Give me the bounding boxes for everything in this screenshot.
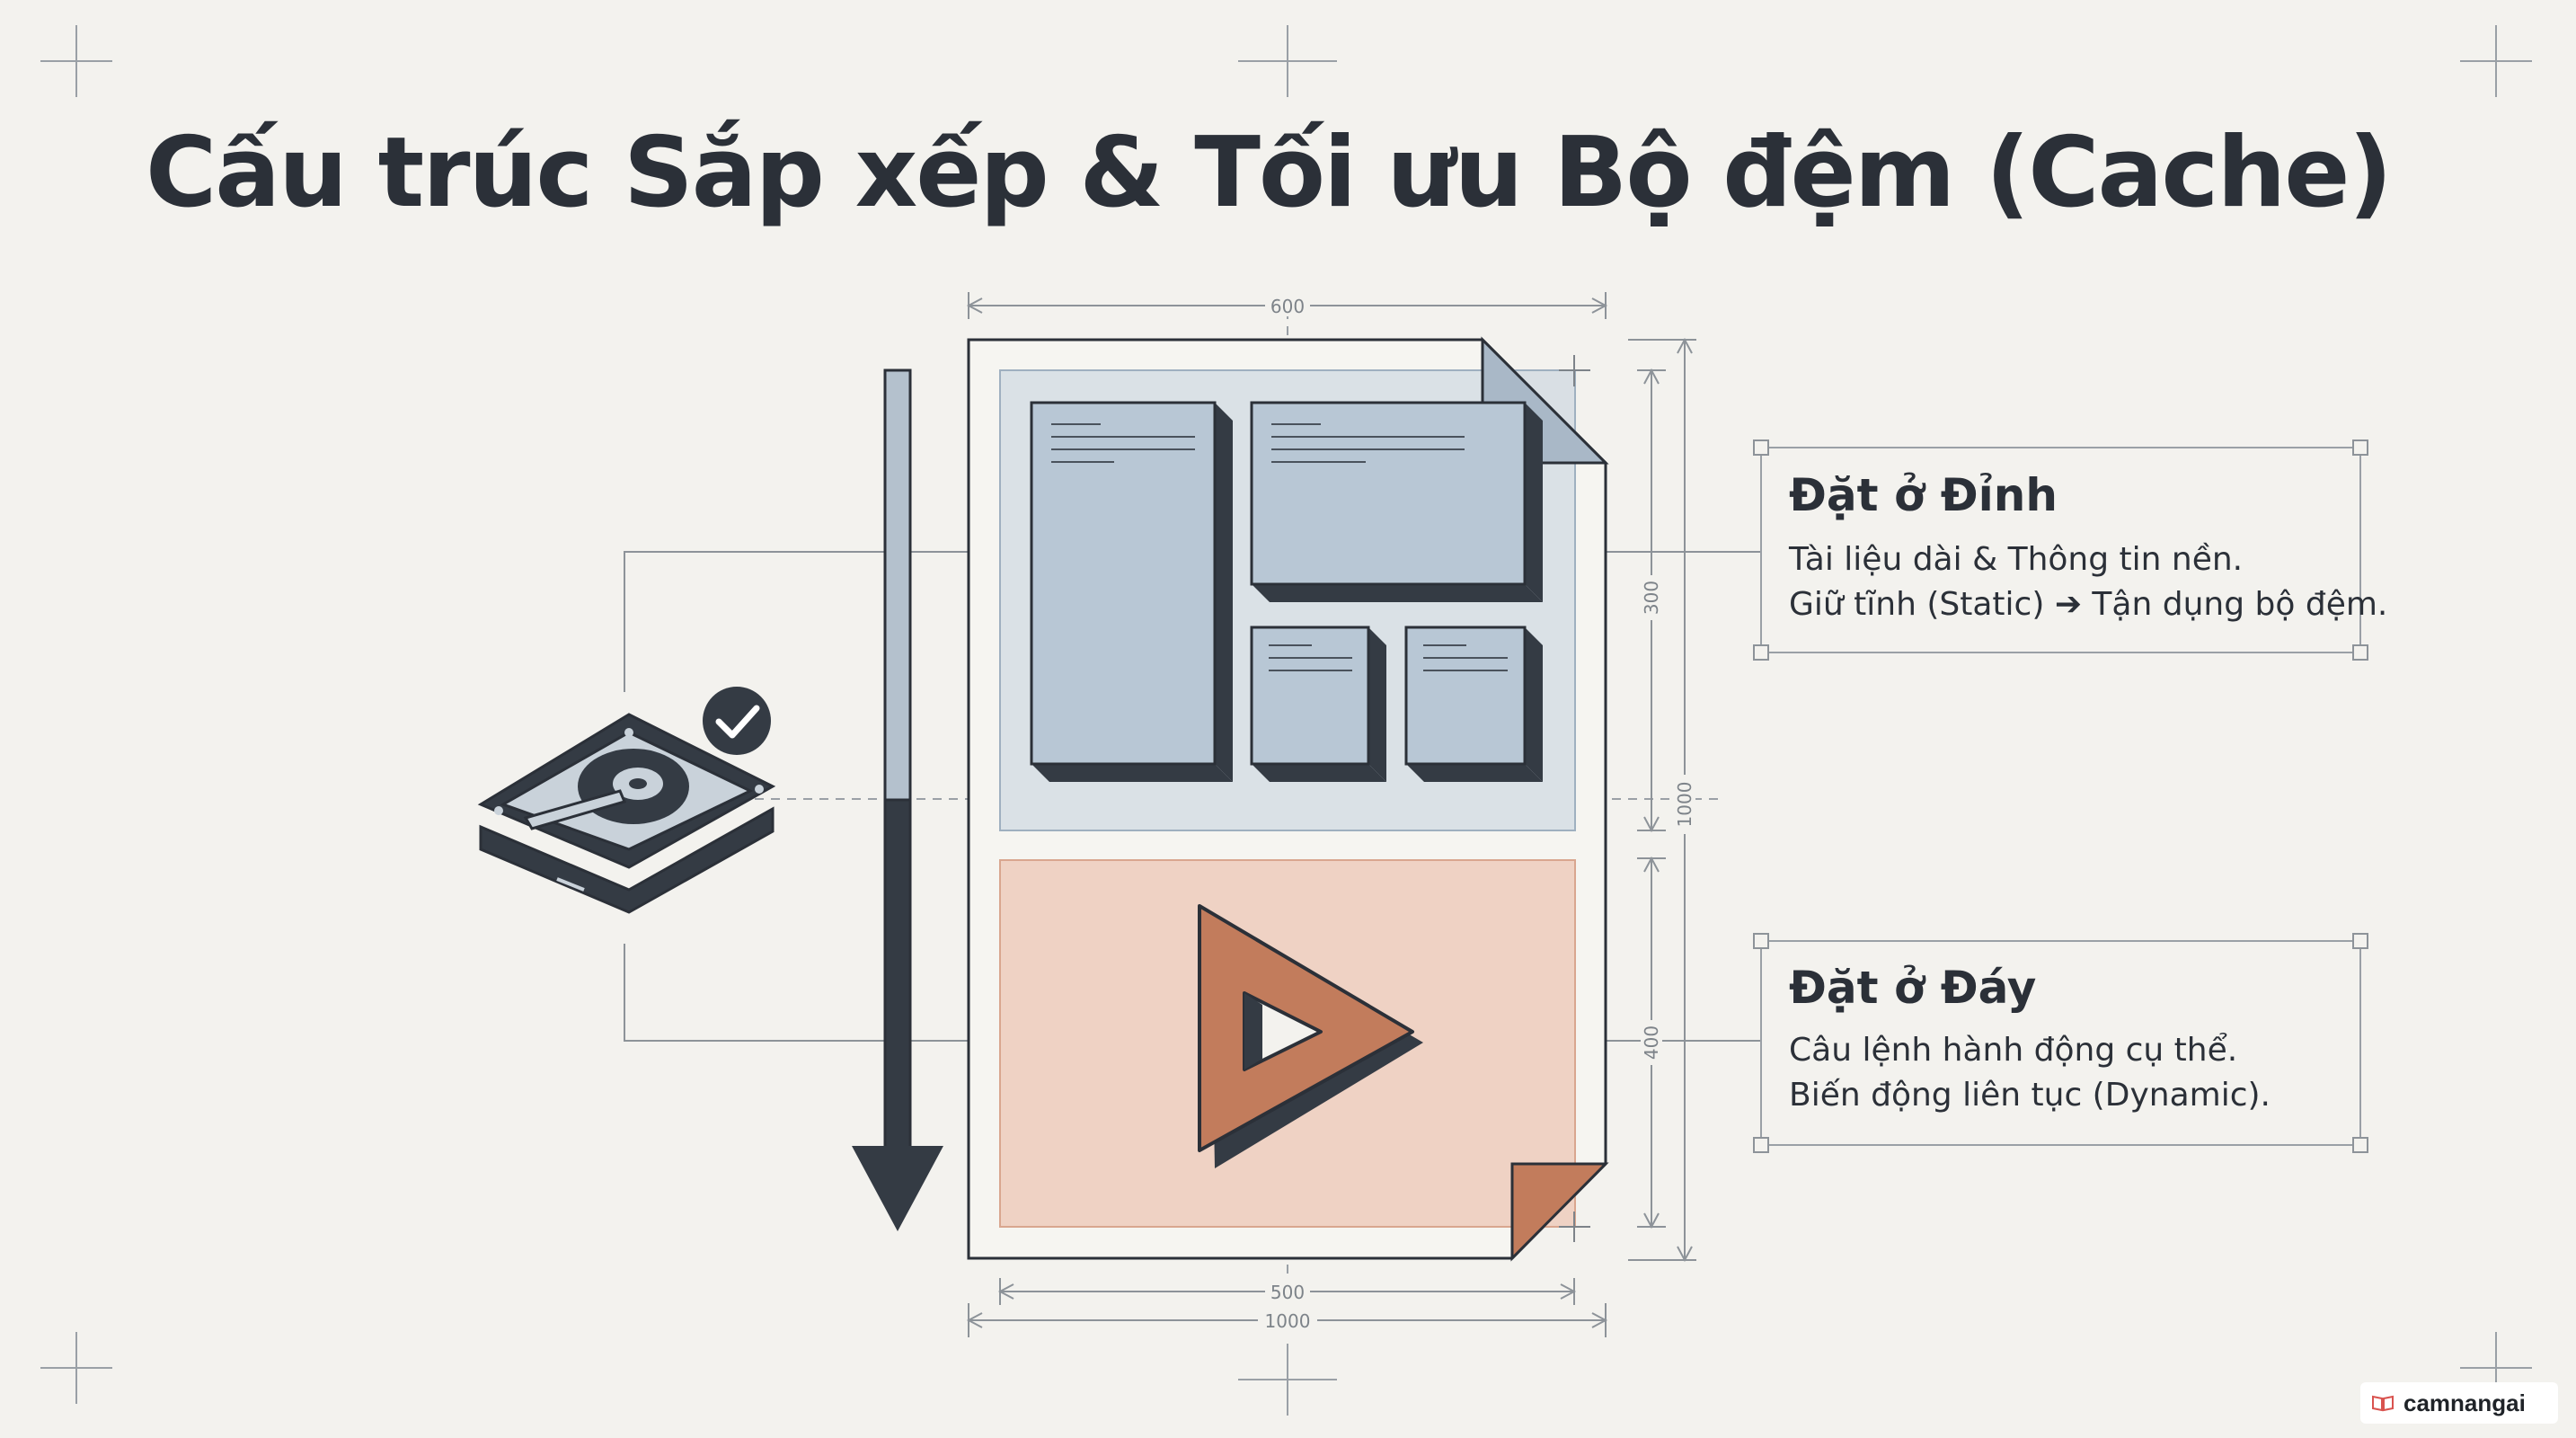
play-icon <box>1198 904 1423 1168</box>
dimension-right-top-label: 300 <box>1641 581 1662 615</box>
corner-crosshairs <box>40 25 2532 1416</box>
flow-down-arrow <box>852 368 943 1231</box>
bottom-box-heading: Đặt ở Đáy <box>1789 962 2037 1014</box>
dimension-bottom-total-label: 1000 <box>1265 1310 1311 1332</box>
top-box-heading: Đặt ở Đỉnh <box>1789 469 2058 521</box>
dimension-bottom-inner-label: 500 <box>1270 1282 1305 1303</box>
hard-drive-icon <box>477 713 776 914</box>
top-box-line-1: Tài liệu dài & Thông tin nền. <box>1789 541 2244 578</box>
top-box-line-2: Giữ tĩnh (Static) ➔ Tận dụng bộ đệm. <box>1789 586 2388 623</box>
dimension-right-bottom-label: 400 <box>1641 1025 1662 1060</box>
dimension-right-total-label: 1000 <box>1674 782 1695 828</box>
bottom-box-line-2: Biến động liên tục (Dynamic). <box>1789 1077 2271 1114</box>
info-box-top-frame <box>1753 439 2368 661</box>
check-icon <box>703 687 771 755</box>
dimension-top-label: 600 <box>1270 296 1305 317</box>
info-box-bottom-frame <box>1753 933 2368 1153</box>
source-badge[interactable]: camnangai <box>2360 1382 2558 1424</box>
static-document-blocks <box>1030 401 1543 782</box>
page-title: Cấu trúc Sắp xếp & Tối ưu Bộ đệm (Cache) <box>146 117 2393 229</box>
book-icon <box>2372 1395 2394 1412</box>
badge-label: camnangai <box>2403 1389 2526 1416</box>
bottom-box-line-1: Câu lệnh hành động cụ thể. <box>1789 1032 2238 1069</box>
